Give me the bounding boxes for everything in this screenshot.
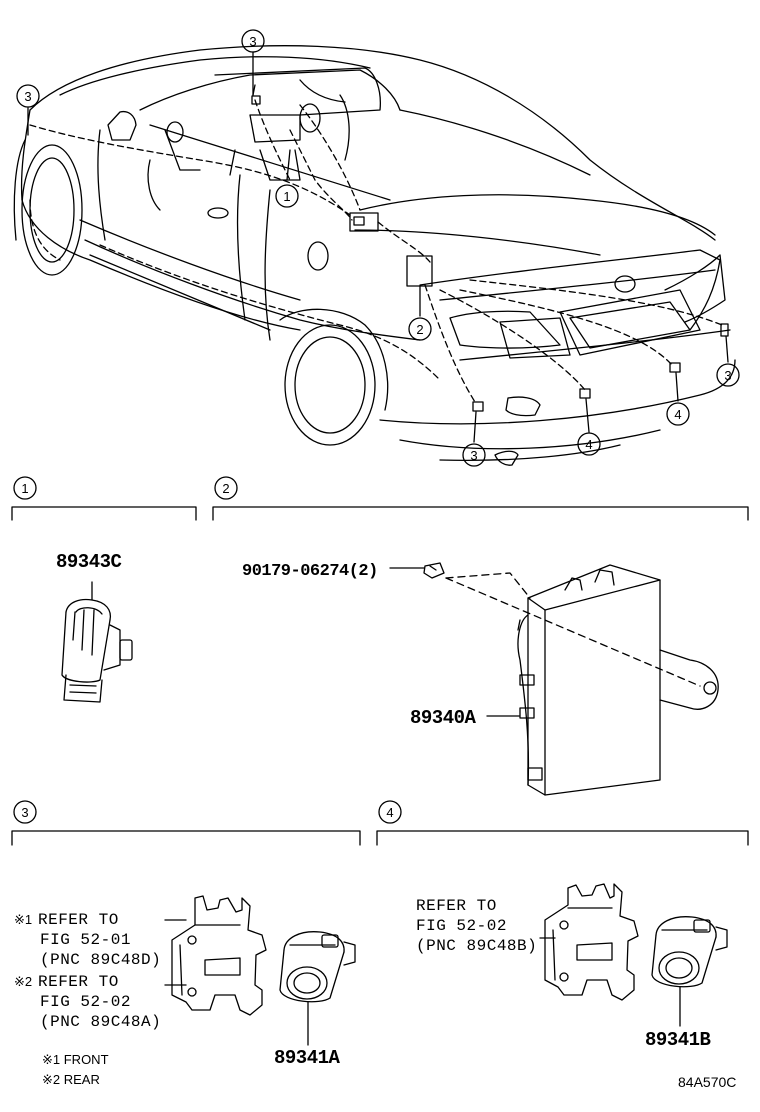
part-number-switch: 89343C — [56, 551, 122, 573]
sensor-bracket-rear — [544, 883, 639, 1001]
note-rear: ※2 REAR — [42, 1072, 100, 1087]
part-number-sensor-b: 89341B — [645, 1029, 711, 1051]
callout-circle — [241, 29, 265, 53]
section-bracket — [376, 830, 749, 846]
leader-4-right — [675, 372, 679, 402]
section-bracket — [11, 830, 361, 846]
section-bracket — [212, 506, 749, 521]
part-number-sensor-a: 89341A — [274, 1047, 341, 1069]
section-bracket — [11, 506, 197, 521]
bolt-guide-lines — [445, 572, 701, 687]
callout-3-right: 3 — [724, 368, 731, 383]
callout-3-left: 3 — [24, 89, 31, 104]
computer-illustration — [517, 564, 719, 796]
section-number-1: 1 — [21, 481, 28, 496]
callout-1: 1 — [283, 189, 290, 204]
note-front: ※1 FRONT — [42, 1052, 109, 1067]
ref-rear-line1: REFER TO — [38, 973, 119, 991]
callout-circle — [408, 317, 432, 341]
ref-front-line3: (PNC 89C48D) — [40, 951, 161, 969]
callout-circle — [462, 443, 486, 467]
ref-sec4-line2: FIG 52-02 — [416, 917, 507, 935]
part-number-bolt: 90179-06274(2) — [242, 562, 378, 581]
ref-rear-mark: ※2 — [14, 974, 32, 989]
section-circle — [13, 476, 37, 500]
callout-circle — [275, 184, 299, 208]
section-number-3: 3 — [21, 805, 28, 820]
callout-circle — [666, 402, 690, 426]
callout-circle — [16, 84, 40, 108]
callout-2: 2 — [416, 322, 423, 337]
sensor-bracket-front — [171, 895, 267, 1016]
callout-4-right: 4 — [674, 407, 681, 422]
leader-3-bottom — [473, 411, 477, 443]
ref-front-mark: ※1 — [14, 912, 32, 927]
bolt-illustration — [389, 562, 445, 579]
section-number-2: 2 — [222, 481, 229, 496]
ref-front-line1: REFER TO — [38, 911, 119, 929]
callout-3-bottom: 3 — [470, 448, 477, 463]
leader-3-right — [725, 335, 729, 363]
wiring-harness — [29, 99, 723, 403]
ref-sec4-line3: (PNC 89C48B) — [416, 937, 537, 955]
section-circle — [13, 800, 37, 824]
section-circle — [378, 800, 402, 824]
sensor-illustration-b — [651, 916, 728, 988]
car-illustration — [13, 45, 736, 466]
section-number-4: 4 — [386, 805, 393, 820]
callout-4-center: 4 — [585, 437, 592, 452]
sensor-illustration-a — [279, 931, 356, 1003]
ref-rear-line2: FIG 52-02 — [40, 993, 131, 1011]
ref-rear-line3: (PNC 89C48A) — [40, 1013, 161, 1031]
part-number-computer: 89340A — [410, 707, 477, 729]
leader-4-center — [585, 398, 590, 433]
callout-circle — [716, 363, 740, 387]
ref-sec4-line1: REFER TO — [416, 897, 497, 915]
section-circle — [214, 476, 238, 500]
switch-illustration — [61, 581, 133, 703]
leader-1 — [286, 149, 291, 181]
callout-3-top: 3 — [249, 34, 256, 49]
ref-front-line2: FIG 52-01 — [40, 931, 131, 949]
diagram-code: 84A570C — [678, 1074, 736, 1090]
callout-circle — [577, 432, 601, 456]
